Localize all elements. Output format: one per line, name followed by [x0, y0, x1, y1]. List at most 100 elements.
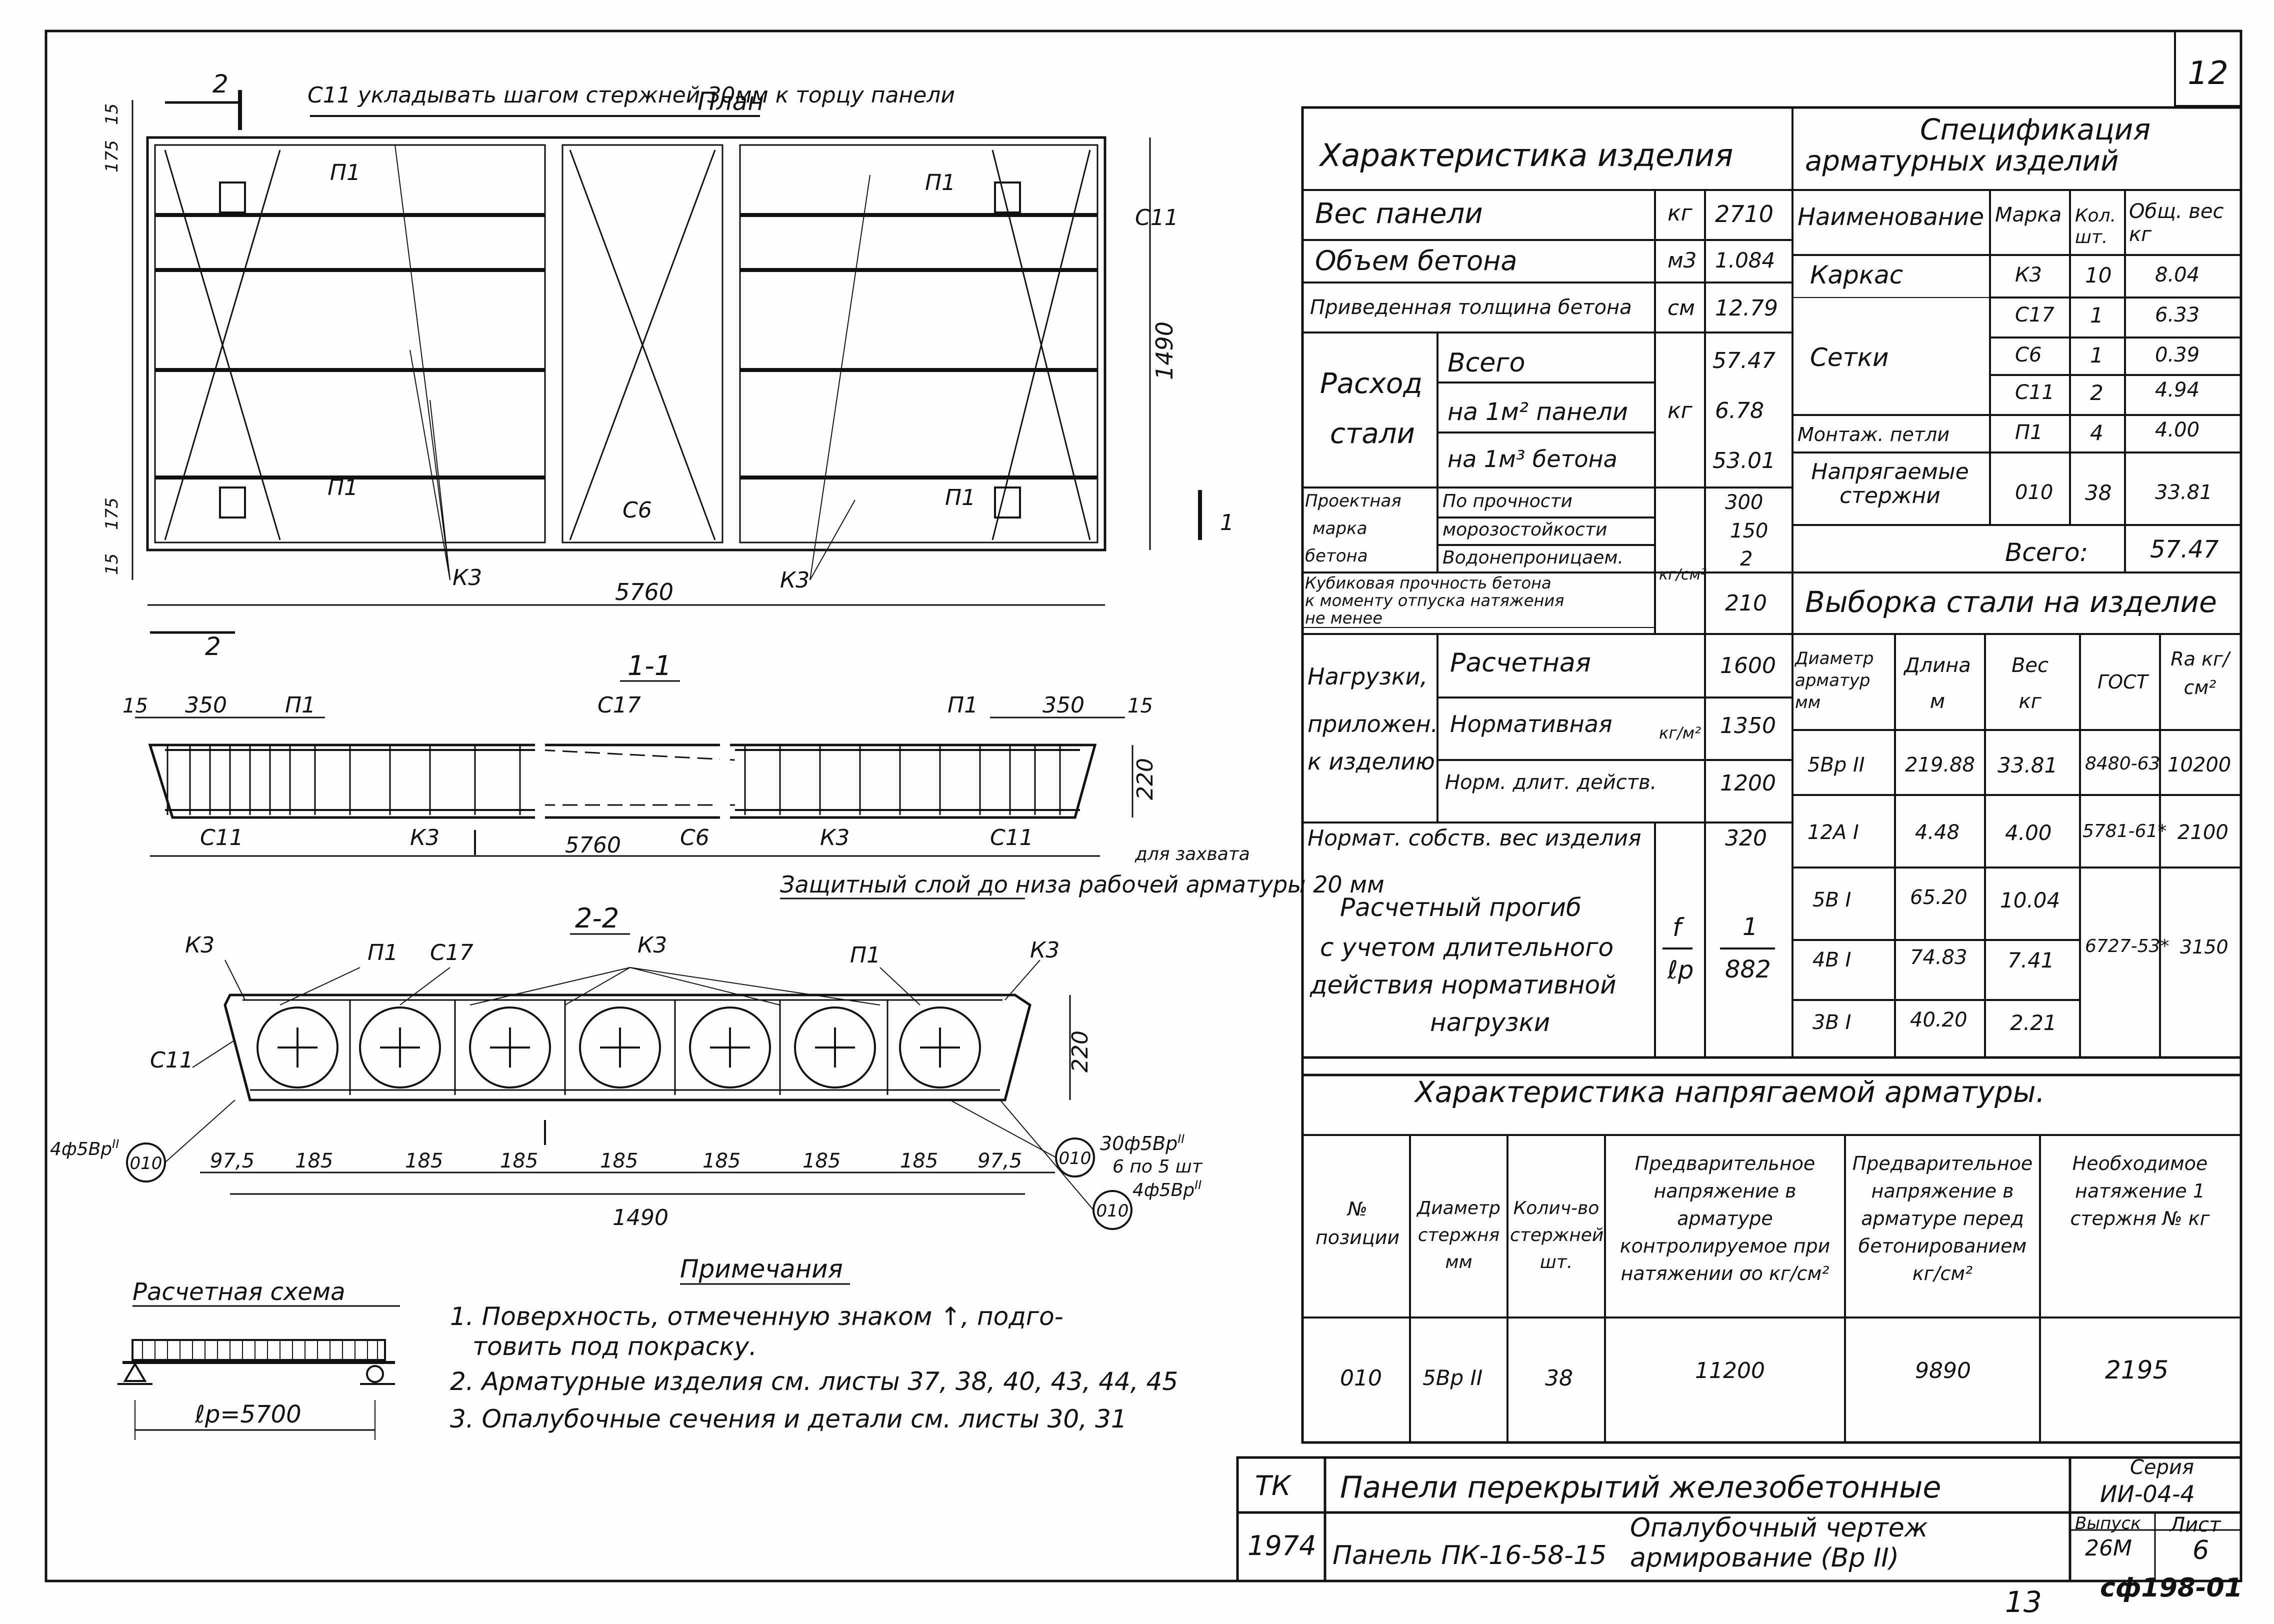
sheet-frame [44, 30, 2242, 1582]
grade-label-2: марка [1312, 518, 1368, 538]
cube-line-2: к моменту отпуска натяжения [1305, 591, 1564, 610]
sel-row-4-w: 2.21 [2010, 1010, 2057, 1035]
hollow-cores [256, 1006, 981, 1088]
loads-row-2-name: Норм. длит. действ. [1445, 771, 1657, 794]
tb-sheet-label: Лист [2170, 1514, 2221, 1536]
char-row-0-name: Вес панели [1315, 198, 1483, 230]
tb-series-value: ИИ-04-4 [2100, 1480, 2195, 1508]
plan-label-p1-top-right: П1 [925, 170, 956, 196]
spec-row-1-qty: 1 [2090, 303, 2104, 328]
section-2-2-title: 2-2 [575, 902, 619, 934]
char-row-2-name: Приведенная толщина бетона [1310, 296, 1632, 319]
s11-dim-length: 5760 [565, 832, 621, 858]
spec-title-2: арматурных изделий [1805, 145, 2119, 178]
plan-dim-15a: 15 [102, 104, 122, 125]
plan-note: С11 укладывать шагом стержней 30мм к тор… [308, 82, 955, 108]
steel-row-1-value: 6.78 [1715, 398, 1764, 424]
spec-row-4-mark: П1 [2015, 421, 2043, 444]
s11-dim-height: 220 [1132, 758, 1158, 800]
s22-bars-right-3: 4ф5ВрII [1132, 1178, 1202, 1200]
sel-row-0-ra: 10200 [2168, 754, 2232, 776]
spec-row-5-qty: 38 [2085, 480, 2112, 505]
spec-row-2-weight: 0.39 [2155, 344, 2200, 366]
plan-height-dim: 1490 [1151, 322, 1178, 380]
s22-bars-right-1: 30ф5ВрII [1100, 1132, 1184, 1154]
plan-title: План [698, 87, 764, 116]
characteristics-title: Характеристика изделия [1320, 137, 1734, 174]
pre-row-d: 5Вр II [1422, 1366, 1483, 1390]
plan-label-s6: С6 [622, 498, 652, 523]
plan-dim-175a: 175 [102, 140, 122, 172]
spec-row-3-mark: С11 [2015, 381, 2054, 404]
sel-row-2-len: 65.20 [1910, 886, 1968, 909]
sel-header-ra: Ra кг/см² [2170, 648, 2230, 698]
plan-label-k3-left: К3 [452, 565, 482, 590]
pre-row-qty: 38 [1545, 1366, 1573, 1391]
plan-dim-175b: 175 [102, 498, 122, 530]
s22-label-s11: С11 [150, 1048, 194, 1073]
notes: Примечания 1. Поверхность, отмеченную зн… [450, 1254, 1178, 1434]
spec-row-4-name: Монтаж. петли [1798, 424, 1950, 446]
section-mark-2-top: 2 [212, 70, 228, 98]
sel-row-3-gost: 6727-53* [2085, 936, 2170, 956]
prestress-title: Характеристика напрягаемой арматуры. [1415, 1075, 2045, 1109]
s11-label-p1-left: П1 [285, 692, 316, 718]
tb-series-label: Серия [2130, 1456, 2194, 1479]
spec-row-4-qty: 4 [2090, 420, 2104, 445]
tables-grid [1301, 106, 2242, 1444]
grade-row-1-value: 150 [1730, 520, 1768, 542]
plan-label-s11: С11 [1135, 205, 1178, 230]
spec-row-4-weight: 4.00 [2155, 418, 2200, 442]
design-scheme-title: Расчетная схема [132, 1278, 345, 1306]
pre-header-sb: Предварительное напряжение в арматуре пе… [1852, 1152, 2033, 1285]
s11-label-k3-left: К3 [410, 825, 440, 850]
archive-code: сф198-01 [2100, 1573, 2242, 1603]
grade-row-0-value: 300 [1725, 491, 1764, 514]
loads-label-3: к изделию [1308, 748, 1435, 775]
s22-dim-4: 185 [600, 1150, 638, 1172]
section-mark-2-bottom: 2 [205, 632, 221, 661]
s22-label-k3-left: К3 [185, 932, 214, 958]
sel-row-1-gost: 5781-61* [2082, 821, 2167, 842]
char-row-1-unit: м3 [1668, 248, 1697, 272]
s22-bars-left: 4ф5ВрII [50, 1137, 119, 1160]
grade-label-3: бетона [1305, 546, 1368, 566]
s11-label-s6: С6 [680, 825, 710, 850]
self-weight-name: Нормат. собств. вес изделия [1308, 826, 1642, 851]
s22-label-p1-right: П1 [850, 942, 880, 968]
char-row-1-value: 1.084 [1715, 248, 1776, 272]
spec-row-0-name: Каркас [1810, 260, 1904, 290]
tb-year: 1974 [1248, 1530, 1316, 1562]
s22-dim-7: 185 [900, 1150, 938, 1172]
deflection-value-bottom: 882 [1725, 956, 1771, 984]
note-3: 3. Опалубочные сечения и детали см. лист… [450, 1404, 1127, 1434]
s11-dim-grip: для захвата [1134, 844, 1250, 864]
spec-total-value: 57.47 [2150, 536, 2219, 564]
tb-issue-value: 26М [2085, 1536, 2132, 1561]
bottom-page-number: 13 [2005, 1585, 2042, 1619]
grade-row-2-value: 2 [1740, 548, 1753, 570]
s11-dim-15-right: 15 [1128, 694, 1153, 718]
sel-row-0-w: 33.81 [1998, 753, 2058, 778]
section-mark-1: 1 [1220, 510, 1234, 536]
grade-row-0-name: По прочности [1442, 491, 1572, 512]
s11-cover-note: Защитный слой до низа рабочей арматуры 2… [780, 871, 1384, 898]
sel-header-w: Вес кг [2011, 654, 2049, 713]
s22-bars-right-2: 6 по 5 шт [1112, 1156, 1203, 1177]
loads-row-0-value: 1600 [1720, 653, 1776, 678]
spec-row-1-weight: 6.33 [2155, 304, 2200, 326]
pre-header-qty: Колич-во стержней шт. [1510, 1198, 1604, 1272]
sel-row-1-d: 12А I [1808, 821, 1859, 844]
s22-dim-8: 97,5 [978, 1150, 1022, 1172]
sel-row-0-d: 5Вр II [1808, 754, 1865, 776]
deflection-unit-top: f [1672, 913, 1682, 942]
notes-title: Примечания [680, 1254, 843, 1284]
steel-unit: кг [1668, 398, 1692, 424]
loads-label-2: приложен. [1308, 710, 1438, 738]
spec-row-1-mark: С17 [2015, 304, 2054, 326]
s11-label-k3-right: К3 [820, 825, 850, 850]
s22-dim-3: 185 [500, 1150, 538, 1172]
note-2: 2. Арматурные изделия см. листы 37, 38, … [450, 1367, 1178, 1396]
sel-row-3-d: 4В I [1812, 948, 1852, 972]
